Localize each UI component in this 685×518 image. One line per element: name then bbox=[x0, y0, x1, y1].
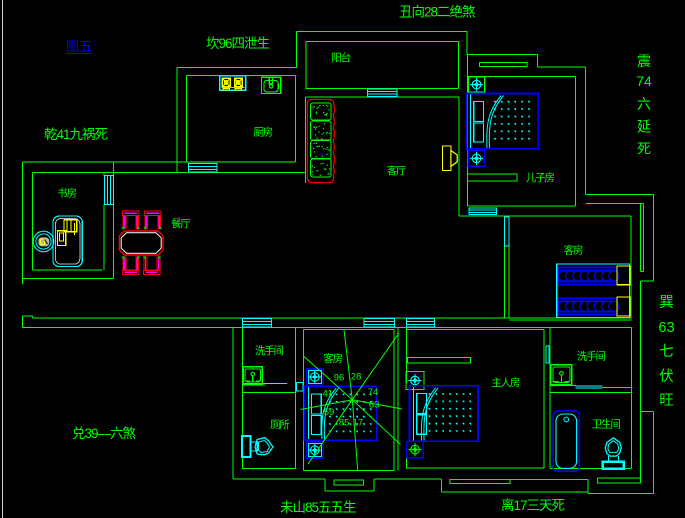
svg-text:客厅: 客厅 bbox=[387, 164, 406, 177]
svg-text:阳台: 阳台 bbox=[331, 51, 350, 64]
svg-text:伏: 伏 bbox=[659, 368, 674, 385]
svg-text:59: 59 bbox=[324, 407, 335, 418]
svg-text:主人房: 主人房 bbox=[491, 376, 520, 389]
svg-text:74: 74 bbox=[368, 387, 379, 398]
svg-text:离17三天死: 离17三天死 bbox=[501, 497, 565, 513]
svg-text:丑向28二绝煞: 丑向28二绝煞 bbox=[399, 5, 476, 20]
svg-text:74: 74 bbox=[636, 73, 652, 89]
svg-text:洗手间: 洗手间 bbox=[255, 344, 284, 357]
svg-text:图五: 图五 bbox=[66, 39, 92, 54]
svg-text:28: 28 bbox=[351, 372, 362, 383]
svg-text:兑39—六煞: 兑39—六煞 bbox=[72, 426, 137, 441]
svg-text:震: 震 bbox=[637, 53, 651, 69]
svg-text:坎96四泄生: 坎96四泄生 bbox=[206, 36, 270, 51]
svg-text:厕所: 厕所 bbox=[270, 419, 290, 431]
svg-text:七: 七 bbox=[659, 343, 674, 360]
svg-text:厨房: 厨房 bbox=[253, 126, 272, 139]
svg-text:旺: 旺 bbox=[659, 393, 674, 409]
svg-text:餐厅: 餐厅 bbox=[171, 217, 190, 230]
svg-text:书房: 书房 bbox=[57, 187, 76, 200]
svg-text:延: 延 bbox=[637, 119, 651, 135]
svg-text:卫生间: 卫生间 bbox=[592, 418, 621, 431]
svg-text:63: 63 bbox=[369, 400, 380, 411]
svg-text:巽: 巽 bbox=[659, 295, 674, 311]
svg-text:未山85五五生: 未山85五五生 bbox=[280, 500, 356, 515]
svg-text:17: 17 bbox=[353, 418, 364, 429]
svg-text:63: 63 bbox=[658, 320, 674, 336]
svg-text:96: 96 bbox=[334, 373, 345, 384]
svg-text:死: 死 bbox=[637, 141, 651, 157]
svg-text:客房: 客房 bbox=[323, 352, 342, 365]
svg-text:洗手间: 洗手间 bbox=[577, 350, 606, 363]
svg-text:儿子房: 儿子房 bbox=[526, 171, 555, 184]
svg-text:85: 85 bbox=[339, 418, 350, 429]
svg-text:客房: 客房 bbox=[564, 244, 583, 257]
svg-text:41: 41 bbox=[323, 389, 334, 400]
svg-text:六: 六 bbox=[637, 96, 651, 112]
svg-text:乾41九祸死: 乾41九祸死 bbox=[44, 127, 108, 142]
